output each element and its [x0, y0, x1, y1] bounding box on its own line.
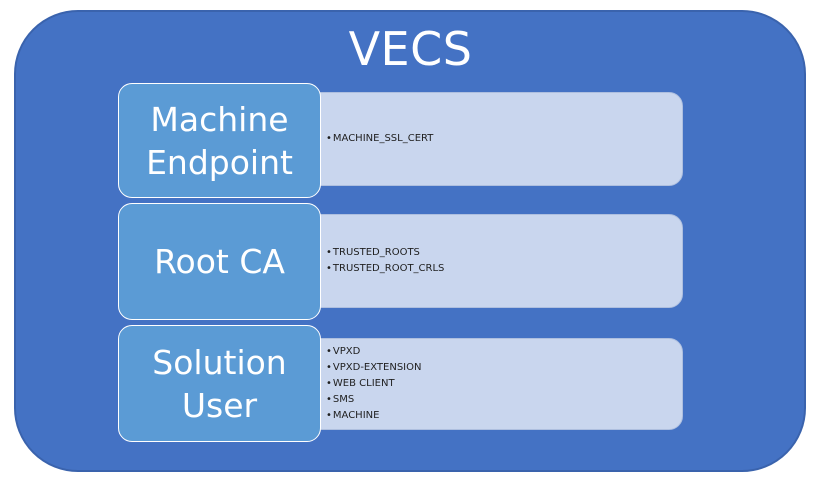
solution-user-label-line-1: Solution [152, 342, 287, 382]
store-item-vpxd: VPXD [326, 344, 682, 360]
store-item-sms: SMS [326, 392, 682, 408]
machine-endpoint-item-list: MACHINE_SSL_CERT [326, 131, 682, 147]
store-item-machine-ssl-cert: MACHINE_SSL_CERT [326, 131, 682, 147]
solution-user-detail-box: VPXD VPXD-EXTENSION WEB CLIENT SMS MACHI… [305, 338, 683, 430]
solution-user-label-line-2: User [181, 385, 258, 425]
root-ca-detail-box: TRUSTED_ROOTS TRUSTED_ROOT_CRLS [305, 214, 683, 308]
store-item-machine: MACHINE [326, 408, 682, 424]
store-item-trusted-roots: TRUSTED_ROOTS [326, 245, 682, 261]
solution-user-item-list: VPXD VPXD-EXTENSION WEB CLIENT SMS MACHI… [326, 344, 682, 424]
machine-endpoint-label-line-1: Machine [150, 99, 289, 139]
machine-endpoint-label-line-2: Endpoint [146, 142, 293, 182]
machine-endpoint-label-box: Machine Endpoint [118, 83, 321, 198]
root-ca-label-box: Root CA [118, 203, 321, 320]
solution-user-label-box: Solution User [118, 325, 321, 442]
store-item-vpxd-extension: VPXD-EXTENSION [326, 360, 682, 376]
root-ca-item-list: TRUSTED_ROOTS TRUSTED_ROOT_CRLS [326, 245, 682, 277]
machine-endpoint-detail-box: MACHINE_SSL_CERT [305, 92, 683, 186]
store-item-trusted-root-crls: TRUSTED_ROOT_CRLS [326, 261, 682, 277]
vecs-title: VECS [348, 22, 473, 76]
store-item-web-client: WEB CLIENT [326, 376, 682, 392]
root-ca-label-line-1: Root CA [154, 242, 285, 281]
